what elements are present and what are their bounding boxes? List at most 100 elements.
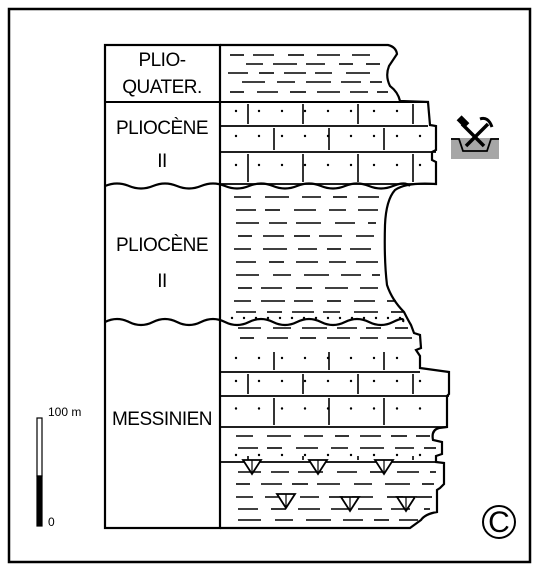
copyright-symbol: C: [482, 505, 516, 539]
sand-dot: [349, 356, 353, 360]
sand-dot: [278, 316, 282, 320]
sand-dot: [234, 379, 238, 383]
sand-dot: [326, 163, 330, 167]
unit-label-pliocene-upper: II: [157, 151, 167, 172]
sand-dot: [349, 134, 353, 138]
sand-dot: [314, 316, 318, 320]
sand-dot: [326, 407, 330, 410]
unconformity-line: [104, 317, 405, 327]
sand-dot: [372, 379, 376, 383]
sand-dot: [418, 453, 422, 457]
sand-dot: [280, 163, 284, 167]
sand-dot: [418, 134, 422, 138]
sand-dot: [349, 407, 353, 410]
unit-label-plio-quater: QUATER.: [122, 77, 202, 98]
sand-dot: [326, 316, 330, 320]
sand-dot: [303, 134, 307, 138]
sand-dot: [257, 453, 261, 457]
unit-label-pliocene-upper: PLIOCÈNE: [116, 118, 208, 139]
lithology-column: [220, 43, 451, 530]
sand-dot: [395, 407, 399, 410]
sand-dot: [280, 407, 284, 410]
sand-dot: [303, 356, 307, 360]
sand-dot: [326, 379, 330, 383]
sand-dot: [395, 453, 399, 457]
sand-dot: [257, 134, 261, 138]
sand-dot: [372, 453, 376, 457]
sand-dot: [349, 453, 353, 457]
sand-dot: [234, 109, 238, 113]
sand-dot: [257, 379, 261, 383]
sand-dot: [234, 134, 238, 138]
unconformity-line: [104, 182, 411, 190]
sand-dot: [418, 407, 422, 410]
sand-dot: [290, 316, 294, 320]
label-column: [103, 43, 222, 530]
sand-dot: [372, 163, 376, 167]
sand-dot: [230, 316, 234, 320]
sand-dot: [280, 134, 284, 138]
outer-frame: [7, 7, 532, 564]
scale-bar-black: [36, 475, 43, 527]
sand-dot: [395, 379, 399, 383]
sand-dot: [372, 134, 376, 138]
sand-dot: [257, 109, 261, 113]
sand-dot: [372, 109, 376, 113]
sand-dot: [395, 356, 399, 360]
sand-dot: [266, 316, 270, 320]
pick-head: [479, 116, 494, 128]
sand-dot: [257, 356, 261, 360]
sand-dot: [349, 379, 353, 383]
unit-label-pliocene-lower: II: [157, 271, 167, 292]
unit-label-messinien: MESSINIEN: [112, 409, 212, 430]
sand-dot: [372, 356, 376, 360]
sand-dot: [395, 163, 399, 167]
sand-dot: [234, 407, 238, 410]
sand-dot: [303, 109, 307, 113]
sand-dot: [303, 379, 307, 383]
scale-bottom-label: 0: [48, 515, 55, 529]
sand-dot: [395, 134, 399, 138]
scale-top-label: 100 m: [48, 405, 81, 419]
hammer-head: [456, 115, 470, 129]
sand-dot: [395, 109, 399, 113]
sand-dot: [349, 109, 353, 113]
scale-bar-white: [36, 417, 43, 477]
sand-dot: [257, 163, 261, 167]
sand-dot: [280, 379, 284, 383]
pick-handle: [464, 122, 490, 148]
sand-dot: [280, 109, 284, 113]
sand-dot: [374, 316, 378, 320]
sand-dot: [280, 453, 284, 457]
sand-dot: [303, 453, 307, 457]
quarry-pit: [451, 138, 499, 159]
hammer-handle: [460, 122, 486, 148]
sand-dot: [362, 316, 366, 320]
sand-dot: [326, 134, 330, 138]
sand-dot: [386, 316, 390, 320]
sand-dot: [326, 453, 330, 457]
sand-dot: [326, 109, 330, 113]
quarry-icon: [451, 115, 499, 159]
lithology-outline: [220, 43, 451, 530]
sand-dot: [280, 356, 284, 360]
sand-dot: [234, 453, 238, 457]
sand-dot: [349, 163, 353, 167]
unit-label-pliocene-lower: PLIOCÈNE: [116, 235, 208, 256]
scale-bar: 100 m 0: [36, 405, 81, 529]
sand-dot: [338, 316, 342, 320]
sand-dot: [242, 316, 246, 320]
sand-dot: [303, 163, 307, 167]
sand-dot: [372, 407, 376, 410]
sand-dot: [234, 356, 238, 360]
sand-dot: [257, 407, 261, 410]
quarry-pit-outline: [451, 138, 499, 152]
sand-dot: [303, 407, 307, 410]
unit-label-plio-quater: PLIO-: [138, 50, 185, 71]
sand-dot: [234, 163, 238, 167]
sand-dot: [326, 356, 330, 360]
copyright-letter: C: [488, 506, 510, 539]
sand-dot: [418, 379, 422, 383]
sand-dot: [418, 163, 422, 167]
